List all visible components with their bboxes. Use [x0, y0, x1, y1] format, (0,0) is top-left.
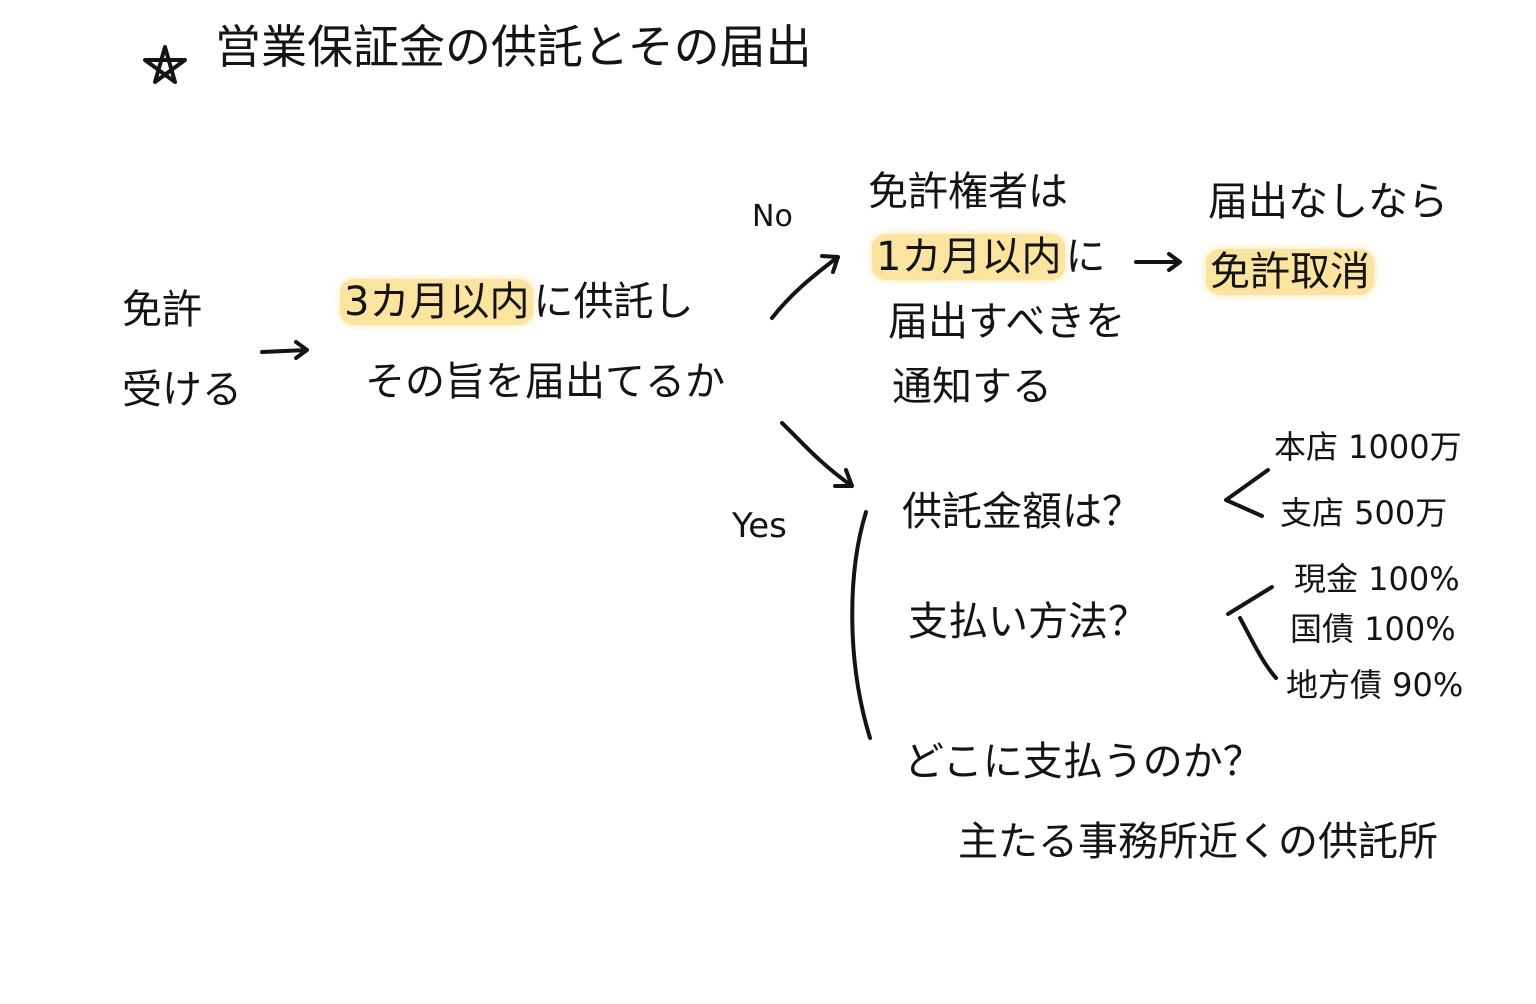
no-line4: 通知する	[892, 364, 1052, 410]
arrow-no-to-result	[1134, 252, 1182, 272]
yes-label: Yes	[732, 506, 787, 546]
q3-text: どこに支払うのか？	[904, 739, 1263, 785]
q2-answer: 地方債 90%	[1286, 666, 1464, 704]
arrow-to-no-branch	[770, 254, 840, 320]
q1-text: 供託金額は？	[902, 489, 1142, 535]
yes-bracket	[850, 510, 872, 740]
q1-answer: 本店 1000万	[1274, 428, 1462, 466]
arrow-start-to-step1	[260, 340, 309, 360]
step1-line1-rest: に供託し	[533, 279, 694, 325]
no-line2-rest: に	[1065, 234, 1106, 280]
no-line2: 1カ月以内に	[872, 234, 1106, 280]
star-icon	[143, 45, 187, 84]
start-line1: 免許	[122, 287, 202, 333]
no-label: No	[752, 199, 793, 234]
no-result-line1: 届出なしなら	[1208, 179, 1448, 225]
q2-branch-angle	[1226, 585, 1278, 680]
q1-branch-angle	[1224, 468, 1270, 518]
q2-answer: 国債 100%	[1290, 610, 1456, 648]
no-line1: 免許権者は	[868, 169, 1068, 215]
start-line2: 受ける	[122, 367, 242, 413]
page-title: 営業保証金の供託とその届出	[215, 20, 812, 74]
q3-answer: 主たる事務所近くの供託所	[958, 819, 1438, 865]
q2-text: 支払い方法？	[908, 599, 1148, 645]
step1-highlight: 3カ月以内	[340, 279, 534, 325]
no-line2-highlight: 1カ月以内	[872, 234, 1066, 280]
arrow-to-yes-branch	[780, 421, 854, 488]
step1-line1: 3カ月以内に供託し	[340, 279, 694, 325]
no-line3: 届出すべきを	[888, 299, 1126, 345]
no-result-highlight: 免許取消	[1206, 249, 1374, 295]
no-result-line2: 免許取消	[1206, 249, 1374, 295]
step1-line2: その旨を届出てるか	[365, 359, 725, 405]
q2-answer: 現金 100%	[1294, 560, 1460, 598]
q1-answer: 支店 500万	[1280, 494, 1448, 532]
